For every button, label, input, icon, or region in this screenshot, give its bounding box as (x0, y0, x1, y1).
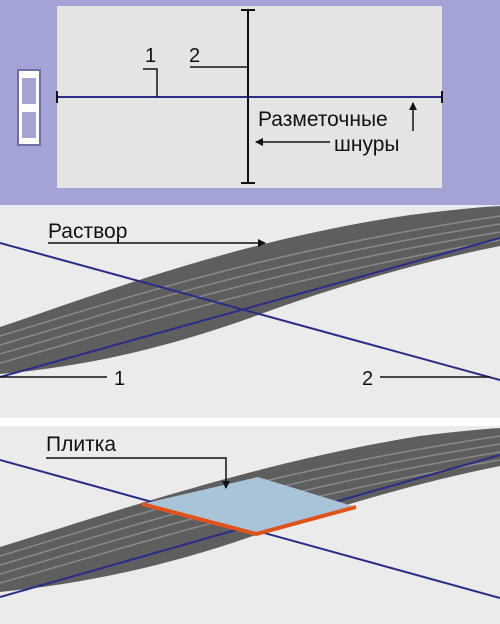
door-window-icon (17, 69, 41, 146)
tile-panel: Плитка (0, 426, 500, 624)
middle-cord-2-label: 2 (362, 368, 373, 390)
mortar-band (0, 206, 500, 374)
middle-cord-2 (0, 242, 500, 381)
tile-label: Плитка (46, 433, 116, 456)
mortar-stripes (0, 215, 500, 364)
panel-gap (0, 418, 500, 426)
cord-1-leader (143, 68, 158, 97)
mortar-label: Раствор (48, 220, 127, 243)
middle-cord-1 (0, 237, 500, 378)
mortar-panel: Раствор 1 2 (0, 205, 500, 418)
tile-edge-highlight (141, 502, 357, 537)
middle-cord-1-label: 1 (114, 368, 125, 390)
cord-1-label: 1 (145, 45, 156, 67)
marking-cords-label-line1: Разметочные (258, 108, 388, 131)
cord-2-label: 2 (189, 45, 200, 67)
room-plan-panel: 1 2 Разметочные шнуры (0, 0, 500, 205)
marking-cords-label-line2: шнуры (334, 133, 399, 156)
tile-arrow (46, 457, 230, 489)
